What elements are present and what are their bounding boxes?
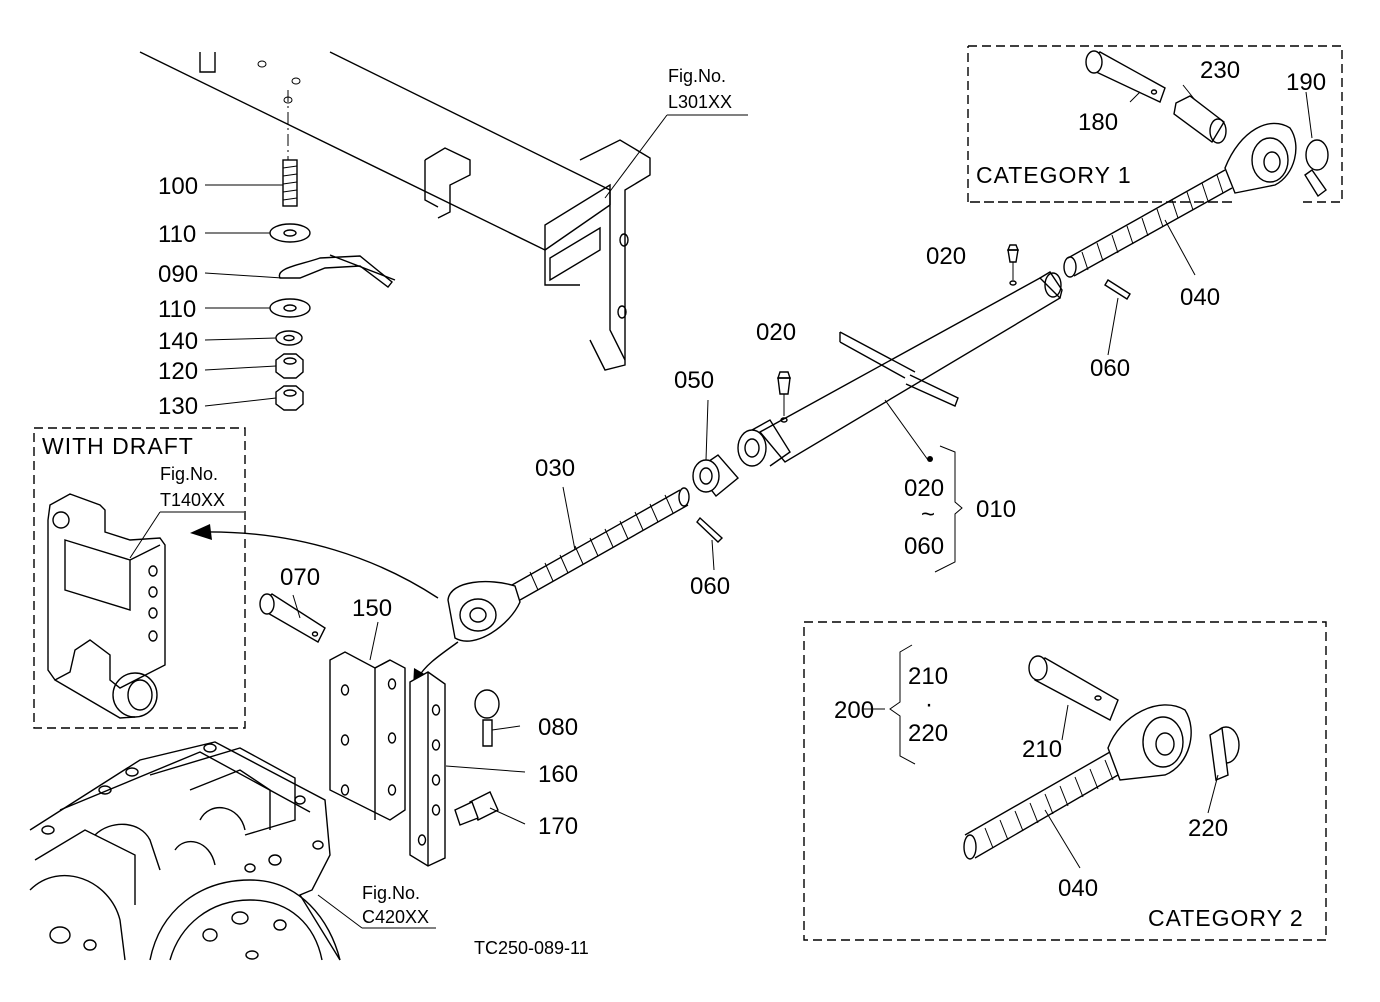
bracket-160 (409, 671, 446, 867)
label-060-left: 060 (690, 573, 730, 600)
label-110-top: 110 (158, 221, 196, 248)
fig-ref-t140-label: Fig.No. (160, 464, 218, 484)
label-050: 050 (674, 367, 714, 394)
category-2-title: CATEGORY 2 (1148, 905, 1304, 931)
bracket-090 (278, 254, 396, 288)
stud-100 (282, 159, 298, 207)
top-link-tube-010 (737, 271, 1063, 467)
threaded-rod-030 (447, 487, 690, 642)
label-210: 210 (1022, 736, 1062, 763)
label-100: 100 (158, 173, 198, 200)
pin-180 (1085, 50, 1166, 103)
lynch-pin-190 (1304, 139, 1329, 198)
arrow-to-draft (190, 524, 439, 599)
label-080: 080 (538, 714, 578, 741)
label-200-range-dot: · (925, 691, 933, 718)
leader-lines (129, 84, 1313, 929)
label-010: 010 (976, 496, 1016, 523)
label-010-range-from: 020 (904, 475, 944, 502)
fig-ref-c420-label: Fig.No. (362, 883, 420, 903)
lynch-pin-220 (1209, 726, 1240, 781)
label-120: 120 (158, 358, 198, 385)
bolt-170 (454, 791, 499, 826)
label-140: 140 (158, 328, 198, 355)
lock-washer-140 (275, 330, 303, 346)
label-040-top: 040 (1180, 284, 1220, 311)
lock-nut-050 (692, 454, 740, 497)
lynch-pin-080 (474, 689, 500, 747)
fig-ref-l301-label: Fig.No. (668, 66, 726, 86)
washer-110-bottom (269, 298, 311, 318)
threaded-rod-040-bottom (963, 704, 1192, 860)
label-130: 130 (158, 393, 198, 420)
pin-060-left (696, 516, 724, 543)
bushing-230 (1173, 95, 1227, 144)
category-1-title: CATEGORY 1 (976, 162, 1132, 188)
category-1-box (967, 45, 1343, 203)
grease-nipple-020-left (777, 371, 791, 416)
category-2-box (803, 621, 1327, 941)
with-draft-title: WITH DRAFT (42, 433, 194, 459)
frame-drawing (139, 51, 651, 371)
pin-070 (259, 593, 326, 643)
label-170: 170 (538, 813, 578, 840)
fig-ref-l301-code: L301XX (668, 92, 732, 112)
nut-120 (275, 353, 304, 379)
label-070: 070 (280, 564, 320, 591)
label-150: 150 (352, 595, 392, 622)
bracket-150 (329, 651, 406, 821)
label-180: 180 (1078, 109, 1118, 136)
label-010-range-to: 060 (904, 533, 944, 560)
label-010-range-tilde: ~ (921, 501, 935, 528)
pin-210 (1028, 655, 1119, 721)
box-titles: CATEGORY 1 CATEGORY 2 WITH DRAFT (42, 162, 1304, 931)
label-060-right: 060 (1090, 355, 1130, 382)
label-030: 030 (535, 455, 575, 482)
nut-130 (275, 385, 304, 411)
fig-ref-c420-code: C420XX (362, 907, 429, 927)
drawing-code: TC250-089-11 (474, 938, 589, 958)
grease-nipple-020-right (1006, 244, 1020, 280)
fig-ref-t140-code: T140XX (160, 490, 225, 510)
threaded-rod-040-top (1063, 122, 1297, 278)
label-110-bottom: 110 (158, 296, 196, 323)
label-190: 190 (1286, 69, 1326, 96)
with-draft-box (33, 427, 246, 729)
label-230: 230 (1200, 57, 1240, 84)
leaders-left-stack (204, 184, 283, 407)
label-160: 160 (538, 761, 578, 788)
label-020-left: 020 (756, 319, 796, 346)
label-220: 220 (1188, 815, 1228, 842)
label-200-range-220: 220 (908, 720, 948, 747)
label-200-range-210: 210 (908, 663, 948, 690)
label-090: 090 (158, 261, 198, 288)
label-200: 200 (834, 697, 874, 724)
figure-references: Fig.No. L301XX Fig.No. T140XX Fig.No. C4… (160, 66, 732, 927)
washer-110-top (269, 223, 311, 243)
pin-060-right (1104, 279, 1131, 300)
label-040-bottom: 040 (1058, 875, 1098, 902)
transmission-case-drawing (29, 741, 341, 961)
label-020-right: 020 (926, 243, 966, 270)
draft-bracket-drawing (47, 493, 166, 719)
part-labels: 100 110 090 110 140 120 130 030 050 020 … (158, 57, 1326, 902)
